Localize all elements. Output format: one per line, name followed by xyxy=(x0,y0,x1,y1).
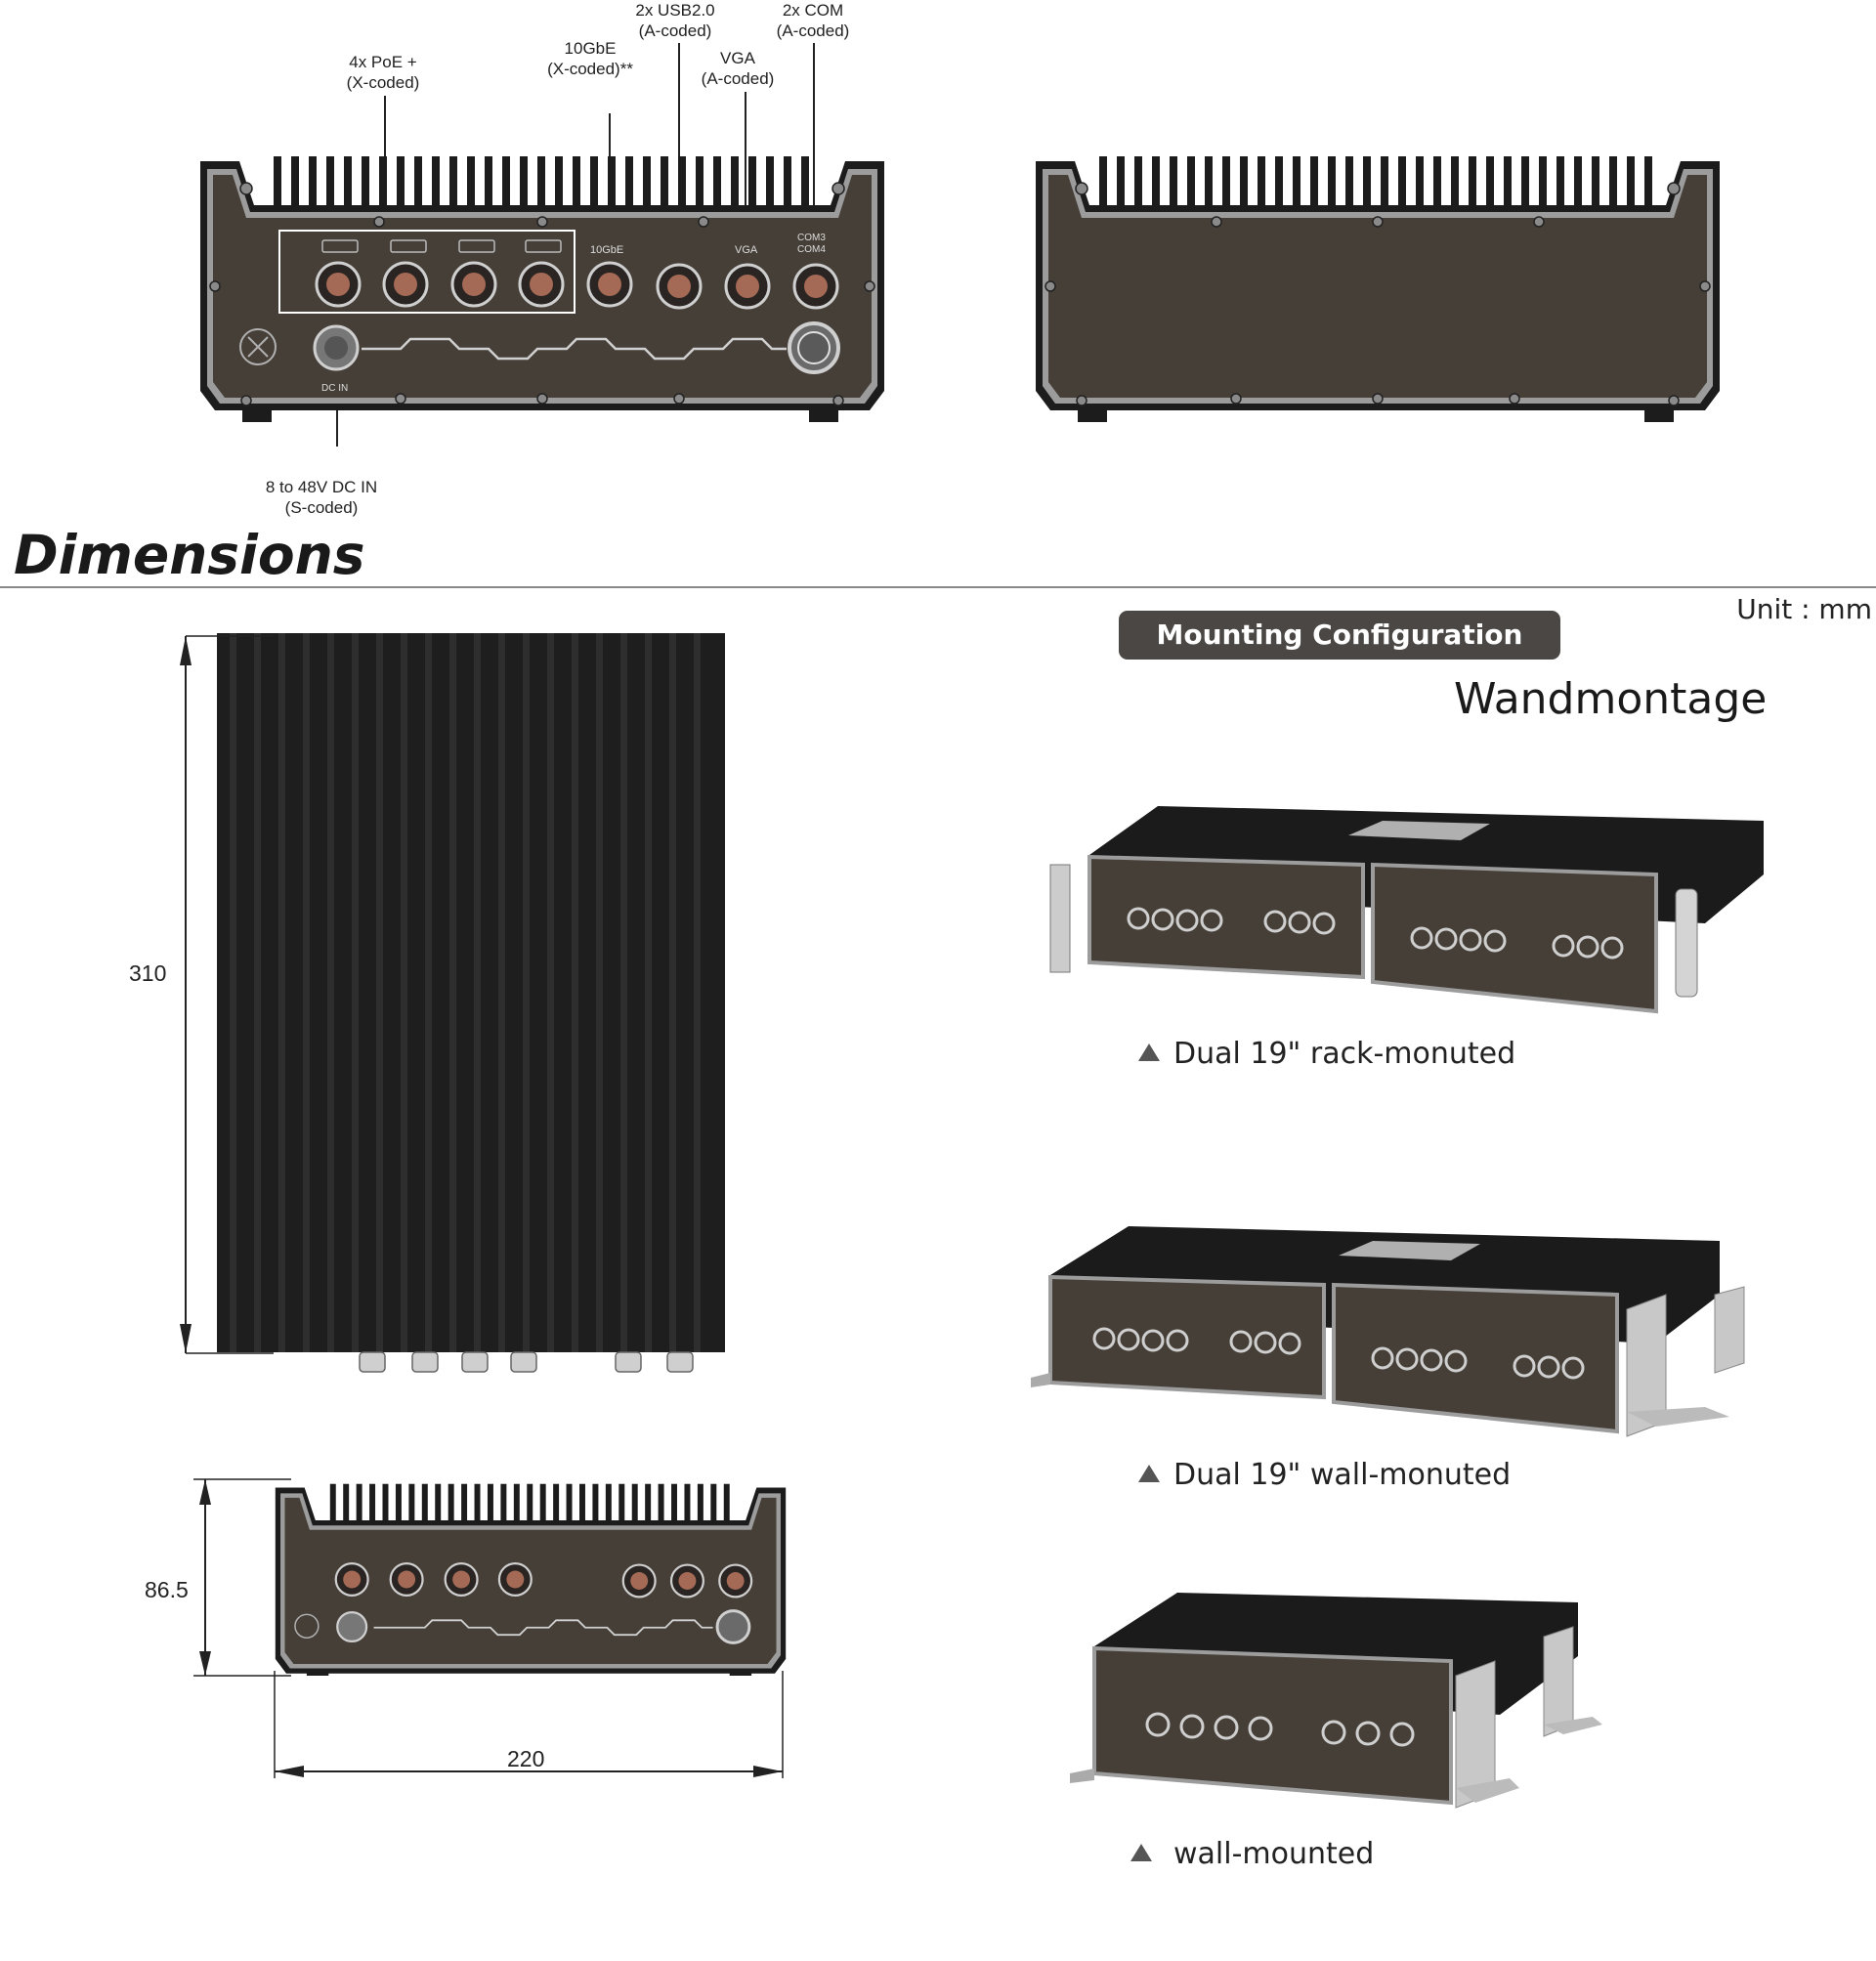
caption-wall-text: wall-mounted xyxy=(1173,1837,1375,1871)
top-view-device xyxy=(217,633,725,1373)
dimensions-divider xyxy=(0,586,1876,588)
width-dimension-arrow xyxy=(274,1671,784,1778)
front-view-device xyxy=(275,1483,787,1676)
panel-label-com: COM3 COM4 xyxy=(797,233,826,255)
caption-dual-rack-text: Dual 19" rack-monuted xyxy=(1173,1037,1516,1071)
triangle-bullet-icon xyxy=(1138,1465,1160,1482)
callout-vga-line1: VGA xyxy=(720,49,755,67)
callout-vga: VGA (A-coded) xyxy=(702,48,775,89)
mounting-subtitle: Wandmontage xyxy=(1454,674,1768,724)
front-panel-device xyxy=(200,156,884,422)
callout-poe: 4x PoE + (X-coded) xyxy=(347,52,420,93)
callout-poe-line2: (X-coded) xyxy=(346,73,420,92)
callout-10gbe: 10GbE (X-coded)** xyxy=(547,38,633,79)
callout-10gbe-line2: (X-coded)** xyxy=(547,60,633,78)
callout-usb-line2: (A-coded) xyxy=(638,21,712,40)
caption-dual-wall: Dual 19" wall-monuted xyxy=(1138,1458,1511,1492)
callout-com: 2x COM (A-coded) xyxy=(777,0,850,41)
dual-wall-mount-image xyxy=(1031,1226,1745,1437)
callout-dcin-line1: 8 to 48V DC IN xyxy=(265,478,378,496)
caption-dual-wall-text: Dual 19" wall-monuted xyxy=(1173,1458,1512,1492)
wall-mount-image xyxy=(1070,1593,1602,1809)
triangle-bullet-icon xyxy=(1130,1844,1152,1861)
callout-usb-line1: 2x USB2.0 xyxy=(635,1,715,20)
callout-com-line2: (A-coded) xyxy=(776,21,850,40)
dual-rack-mount-image xyxy=(1049,806,1764,1014)
panel-label-dcin: DC IN xyxy=(321,383,349,394)
callout-vga-line2: (A-coded) xyxy=(701,69,775,88)
callout-dcin-line2: (S-coded) xyxy=(284,498,359,517)
front-height-dimension-label: 86.5 xyxy=(145,1577,189,1602)
mounting-config-badge: Mounting Configuration xyxy=(1119,611,1560,660)
width-dimension-label: 220 xyxy=(507,1746,545,1771)
caption-dual-rack: Dual 19" rack-monuted xyxy=(1138,1037,1515,1071)
rear-panel-device xyxy=(1036,156,1720,422)
callout-usb: 2x USB2.0 (A-coded) xyxy=(635,0,714,41)
callout-com-line1: 2x COM xyxy=(782,1,844,20)
triangle-bullet-icon xyxy=(1138,1044,1160,1061)
callout-10gbe-line1: 10GbE xyxy=(564,39,617,58)
panel-label-10gbe: 10GbE xyxy=(590,244,624,256)
height-dimension-label: 310 xyxy=(129,960,167,986)
height-dimension-arrow xyxy=(180,635,274,1354)
panel-label-vga: VGA xyxy=(735,244,758,256)
unit-label: Unit : mm xyxy=(1736,593,1872,625)
dimensions-title: Dimensions xyxy=(14,524,365,586)
mounting-config-title: Mounting Configuration xyxy=(1156,618,1523,651)
callout-poe-line1: 4x PoE + xyxy=(349,53,417,71)
caption-wall: wall-mounted xyxy=(1130,1837,1374,1871)
depth-dimension-arrow xyxy=(193,1478,291,1677)
callout-dcin: 8 to 48V DC IN (S-coded) xyxy=(266,477,377,518)
